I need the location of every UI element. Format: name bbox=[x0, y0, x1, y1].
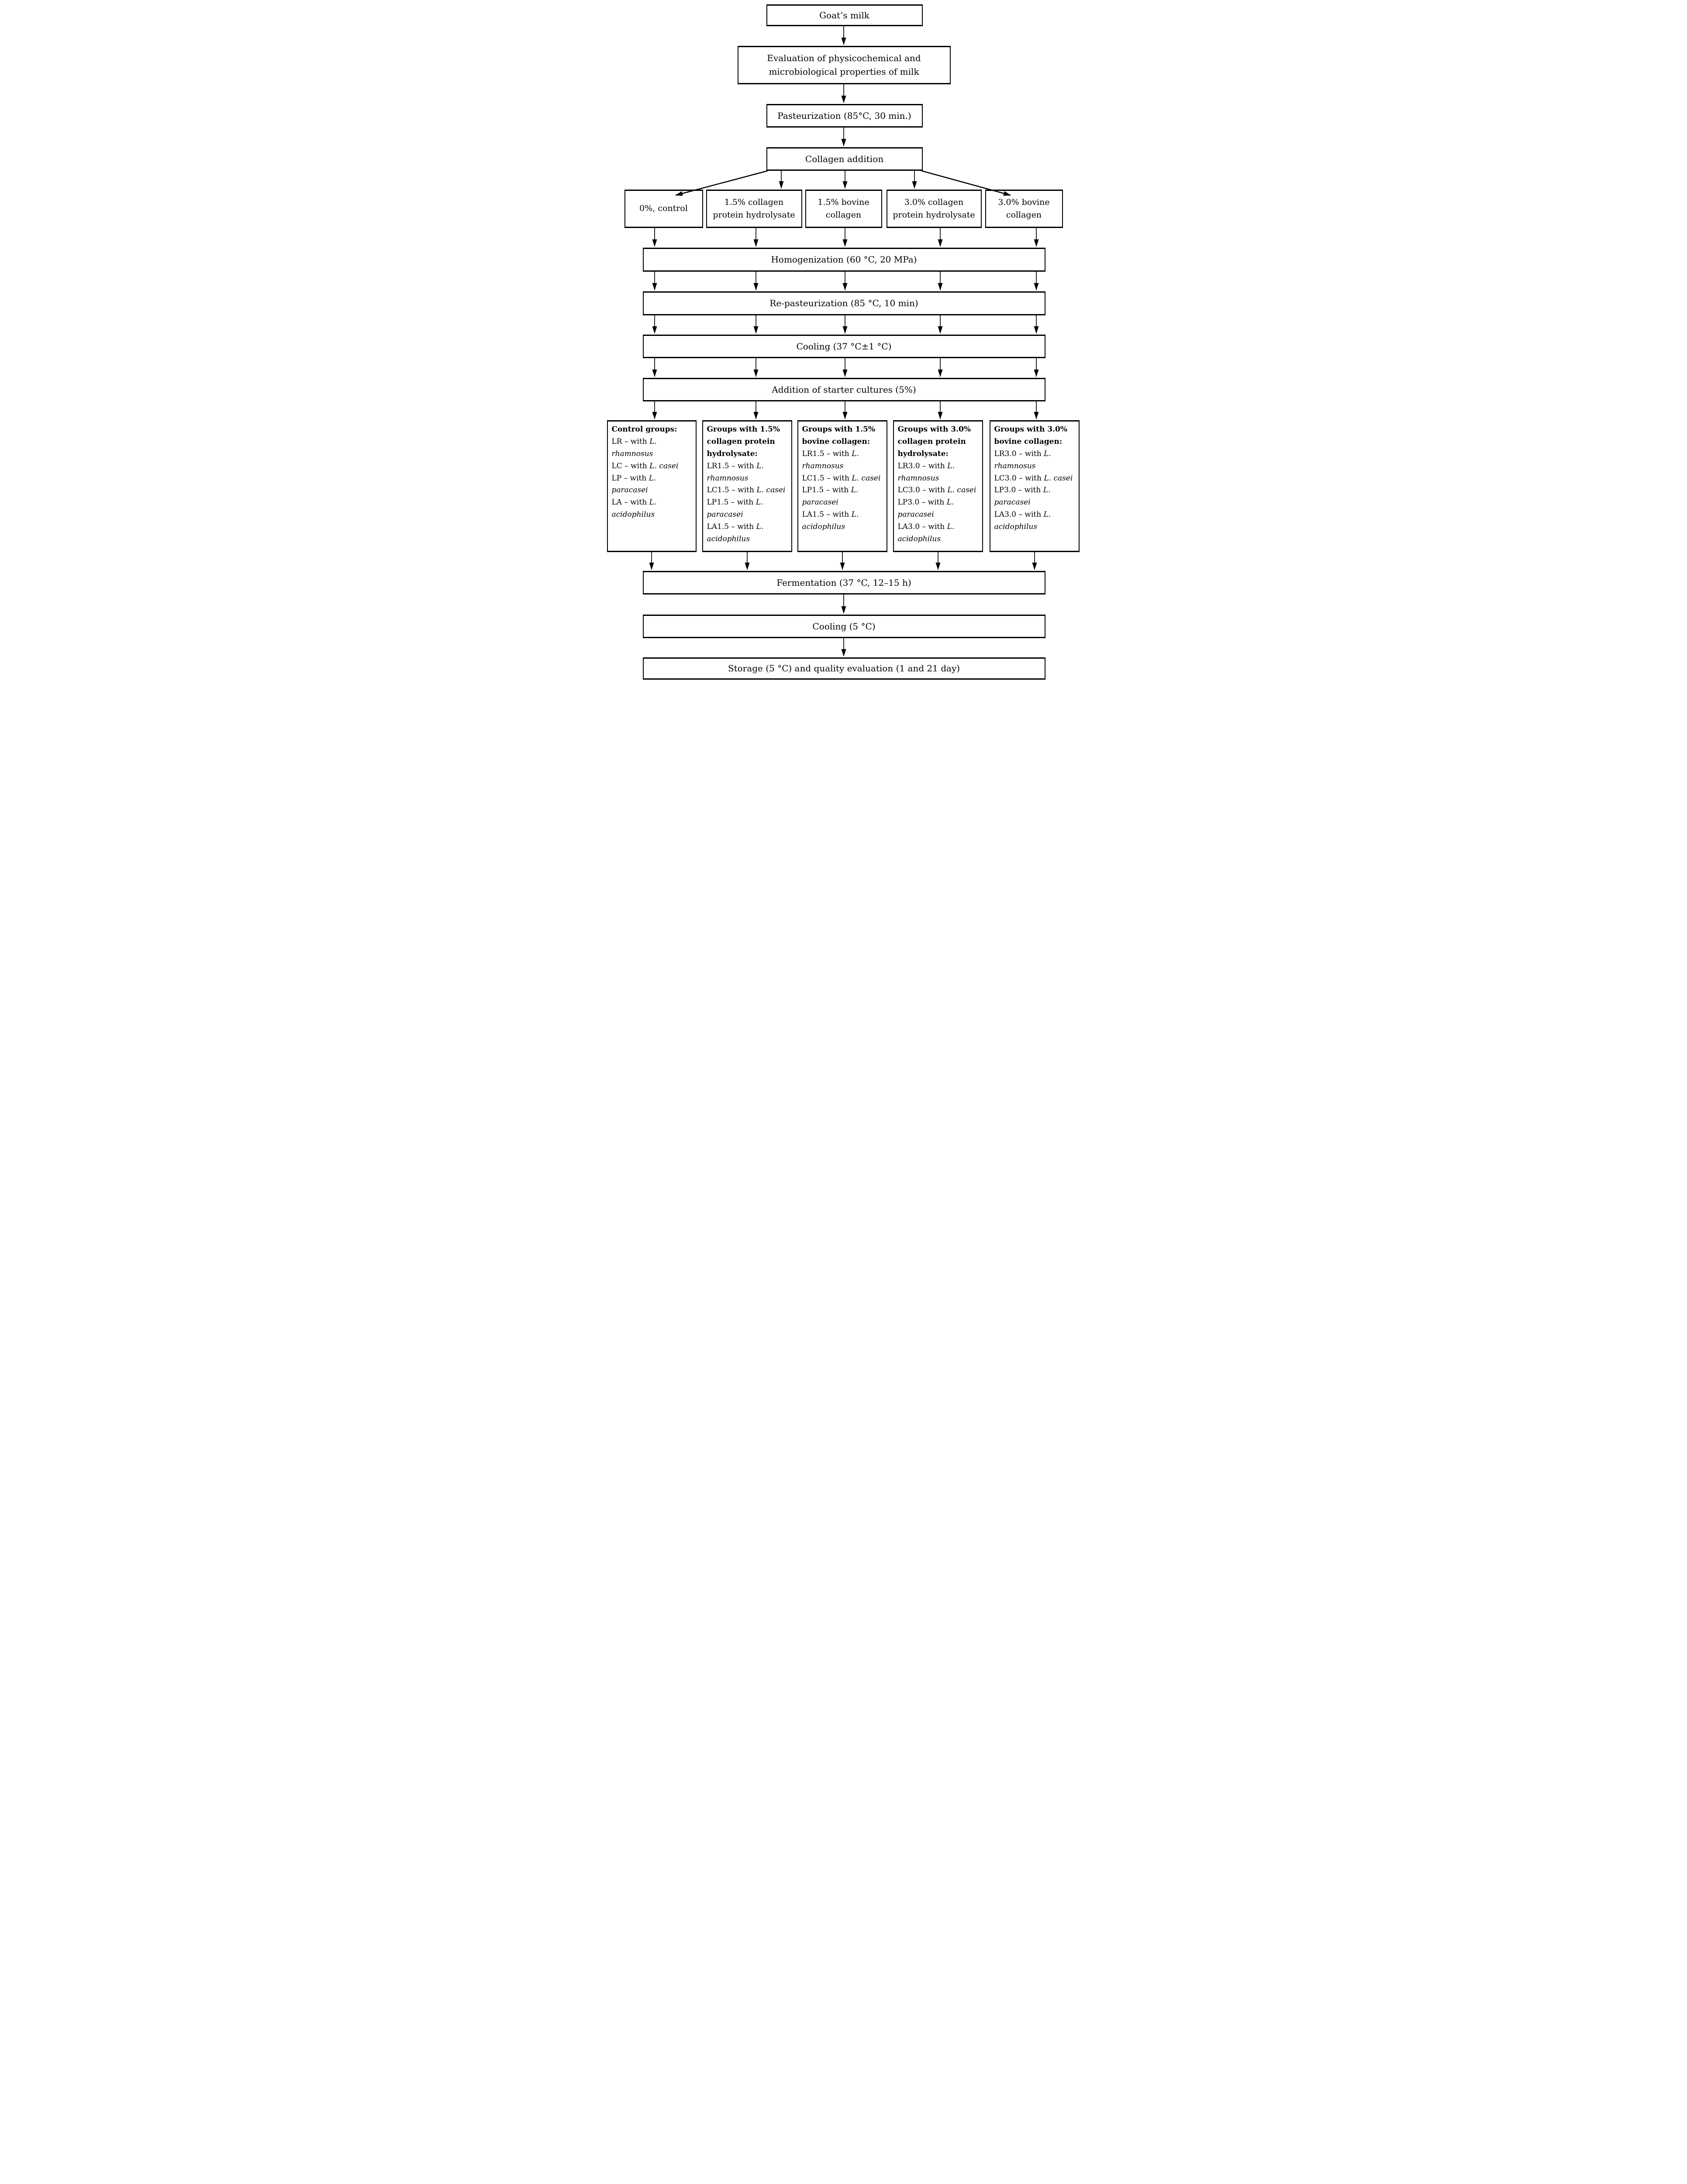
group-item: LC1.5 – with L. casei bbox=[802, 473, 881, 483]
group-item: LA3.0 – with L. acidophilus bbox=[897, 522, 955, 543]
group-item: LP1.5 – with L. paracasei bbox=[802, 486, 859, 507]
node-pasteurization: Pasteurization (85°C, 30 min.) bbox=[766, 104, 923, 128]
group-item: LC3.0 – with L. casei bbox=[994, 473, 1073, 483]
branch-1.5-bovine-collagen: 1.5% bovine collagen bbox=[805, 190, 882, 228]
group-3.0-bovine-collagen: Groups with 3.0% bovine collagen: LR3.0 … bbox=[989, 420, 1080, 552]
node-homogenization: Homogenization (60 °C, 20 MPa) bbox=[642, 248, 1045, 272]
node-evaluation: Evaluation of physicochemical and microb… bbox=[737, 46, 951, 84]
node-cooling-37: Cooling (37 °C±1 °C) bbox=[642, 335, 1045, 358]
branch-0-percent-control: 0%, control bbox=[624, 190, 703, 228]
group-item: LP1.5 – with L. paracasei bbox=[707, 498, 763, 519]
branch-3.0-bovine-collagen: 3.0% bovine collagen bbox=[985, 190, 1063, 228]
node-goats-milk: Goat’s milk bbox=[766, 4, 923, 26]
group-title: Groups with 1.5% collagen protein hydrol… bbox=[707, 425, 780, 458]
group-item: LR3.0 – with L. rhamnosus bbox=[897, 461, 955, 483]
group-item: LC – with L. casei bbox=[611, 461, 679, 470]
group-item: LR3.0 – with L. rhamnosus bbox=[994, 449, 1051, 470]
group-item: LP – with L. paracasei bbox=[611, 473, 656, 495]
node-fermentation: Fermentation (37 °C, 12–15 h) bbox=[642, 571, 1045, 594]
node-cooling-5: Cooling (5 °C) bbox=[642, 615, 1045, 638]
group-title: Groups with 3.0% bovine collagen: bbox=[994, 425, 1068, 446]
node-storage-evaluation: Storage (5 °C) and quality evaluation (1… bbox=[642, 657, 1045, 680]
group-item: LR1.5 – with L. rhamnosus bbox=[802, 449, 859, 470]
group-control: Control groups: LR – with L. rhamnosus L… bbox=[607, 420, 697, 552]
group-title: Control groups: bbox=[611, 425, 677, 434]
group-title: Groups with 1.5% bovine collagen: bbox=[802, 425, 876, 446]
group-item: LP3.0 – with L. paracasei bbox=[897, 498, 954, 519]
group-item: LA – with L. acidophilus bbox=[611, 498, 657, 519]
branch-3.0-collagen-hydrolysate: 3.0% collagen protein hydrolysate bbox=[886, 190, 982, 228]
group-item: LA1.5 – with L. acidophilus bbox=[707, 522, 764, 543]
group-3.0-collagen-hydrolysate: Groups with 3.0% collagen protein hydrol… bbox=[893, 420, 983, 552]
group-item: LR – with L. rhamnosus bbox=[611, 437, 657, 458]
group-1.5-collagen-hydrolysate: Groups with 1.5% collagen protein hydrol… bbox=[702, 420, 792, 552]
group-item: LC3.0 – with L. casei bbox=[897, 486, 976, 495]
group-1.5-bovine-collagen: Groups with 1.5% bovine collagen: LR1.5 … bbox=[797, 420, 887, 552]
branch-1.5-collagen-hydrolysate: 1.5% collagen protein hydrolysate bbox=[706, 190, 802, 228]
group-item: LR1.5 – with L. rhamnosus bbox=[707, 461, 764, 483]
node-collagen-addition: Collagen addition bbox=[766, 147, 923, 171]
node-re-pasteurization: Re-pasteurization (85 °C, 10 min) bbox=[642, 291, 1045, 315]
group-item: LC1.5 – with L. casei bbox=[707, 486, 786, 495]
group-item: LA1.5 – with L. acidophilus bbox=[802, 510, 859, 531]
group-title: Groups with 3.0% collagen protein hydrol… bbox=[897, 425, 971, 458]
group-item: LP3.0 – with L. paracasei bbox=[994, 486, 1051, 507]
node-starter-cultures: Addition of starter cultures (5%) bbox=[642, 378, 1045, 401]
group-item: LA3.0 – with L. acidophilus bbox=[994, 510, 1051, 531]
flowchart-goat-milk-process: Goat’s milk Evaluation of physicochemica… bbox=[603, 0, 1084, 680]
